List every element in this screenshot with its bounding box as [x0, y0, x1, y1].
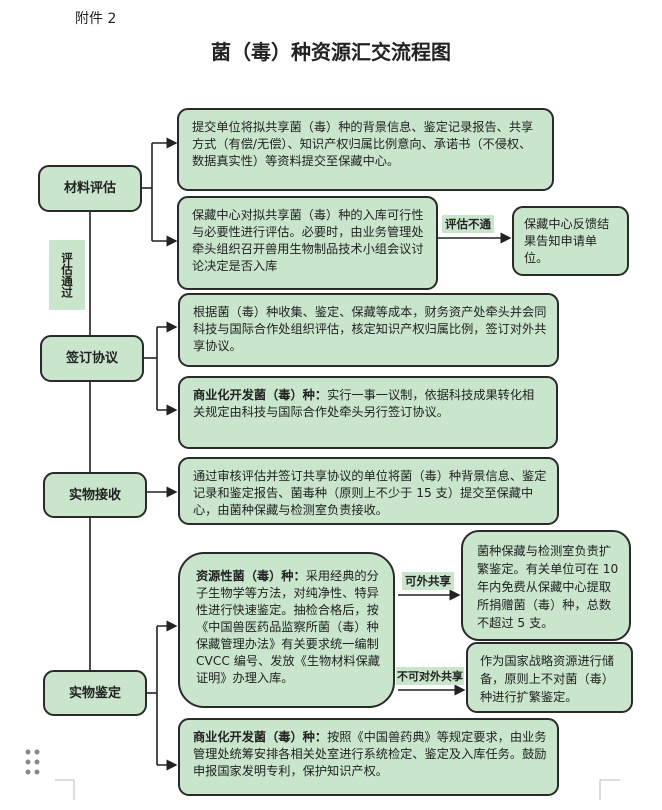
shareable-label: 可外共享	[402, 572, 454, 590]
commercial-agreement-box: 商业化开发菌（毒）种：实行一事一议制，依据科技成果转化相关规定由科技与国际合作处…	[178, 376, 558, 449]
reserve-box: 作为国家战略资源进行储备，原则上不对菌（毒）种进行扩繁鉴定。	[466, 642, 633, 713]
corner-mark-left	[55, 779, 75, 800]
stage-physical-receipt: 实物接收	[43, 472, 147, 518]
eval-pass-label: 评估通过	[49, 240, 85, 310]
commercial-agreement-title: 商业化开发菌（毒）种：	[193, 388, 328, 402]
feedback-box: 保藏中心反馈结果告知申请单位。	[512, 206, 629, 276]
resource-strain-text: 采用经典的分子生物学等方法，对纯净性、特异性进行快速鉴定。抽检合格后，按《中国兽…	[196, 569, 380, 685]
submit-materials-box: 提交单位将拟共享菌（毒）种的背景信息、鉴定记录报告、共享方式（有偿/无偿）、知识…	[177, 108, 554, 191]
receipt-box: 通过审核评估并签订共享协议的单位将菌（毒）种背景信息、鉴定记录和鉴定报告、菌毒种…	[178, 457, 559, 525]
not-shareable-label: 不可对外共享	[396, 667, 464, 685]
shareable-box: 菌种保藏与检测室负责扩繁鉴定。有关单位可在 10 年内免费从保藏中心提取所捐赠菌…	[461, 530, 631, 641]
page-title: 菌（毒）种资源汇交流程图	[211, 40, 451, 64]
drag-handle-icon	[25, 749, 40, 775]
stage-physical-identify: 实物鉴定	[43, 670, 147, 716]
attachment-label: 附件 2	[75, 11, 117, 27]
stage-sign-agreement: 签订协议	[40, 335, 144, 382]
eval-fail-label: 评估不通	[442, 215, 494, 233]
corner-mark-right	[599, 779, 620, 800]
cost-agreement-box: 根据菌（毒）种收集、鉴定、保藏等成本，财务资产处牵头并会同科技与国际合作处组织评…	[178, 293, 559, 367]
commercial-identify-title: 商业化开发菌（毒）种：	[193, 730, 328, 744]
commercial-identify-text: 按照《中国兽药典》等规定要求，由业务管理处统筹安排各相关处室进行系统检定、鉴定及…	[193, 730, 547, 778]
commercial-identify-box: 商业化开发菌（毒）种：按照《中国兽药典》等规定要求，由业务管理处统筹安排各相关处…	[178, 718, 559, 796]
resource-strain-box: 资源性菌（毒）种：采用经典的分子生物学等方法，对纯净性、特异性进行快速鉴定。抽检…	[178, 552, 395, 708]
resource-strain-title: 资源性菌（毒）种：	[196, 569, 306, 583]
commercial-agreement-text: 实行一事一议制，依据科技成果转化相关规定由科技与国际合作处牵头另行签订协议。	[193, 388, 535, 419]
stage-material-eval: 材料评估	[38, 165, 142, 212]
evaluate-box: 保藏中心对拟共享菌（毒）种的入库可行性与必要性进行评估。必要时，由业务管理处牵头…	[177, 196, 438, 290]
